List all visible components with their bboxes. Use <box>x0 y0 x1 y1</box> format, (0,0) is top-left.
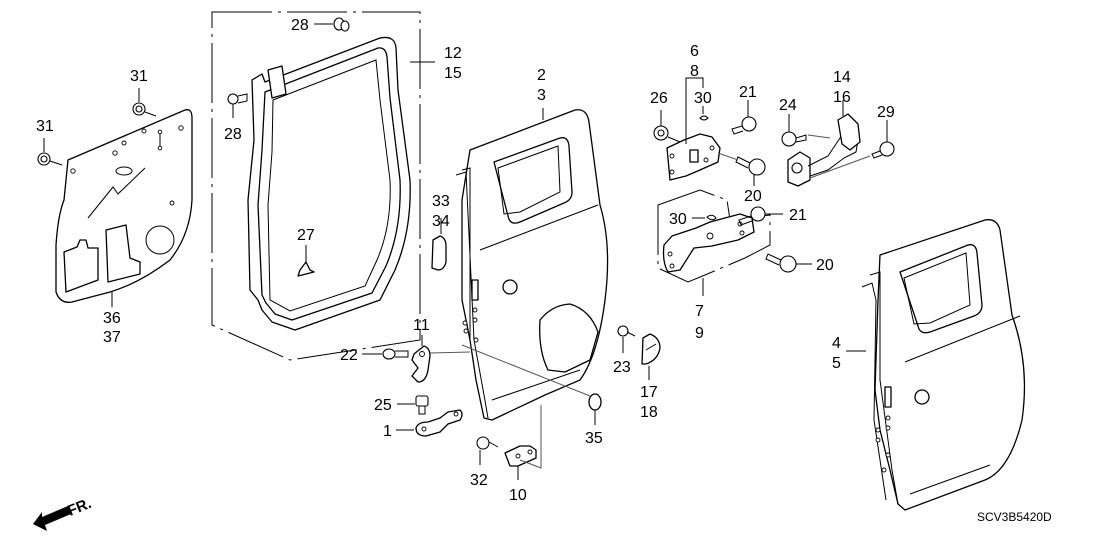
washer-30-upper[interactable] <box>699 115 709 121</box>
nut-26[interactable] <box>653 125 669 141</box>
callout-28-top: 28 <box>291 17 309 34</box>
callout-35: 35 <box>585 430 603 447</box>
callout-24: 24 <box>779 97 797 114</box>
callout-16: 16 <box>833 89 851 106</box>
front-indicator-label: FR. <box>65 495 94 520</box>
door-frame-weatherstrip[interactable] <box>247 36 411 331</box>
bolt-20-lower[interactable] <box>765 253 797 273</box>
callout-21-lower: 21 <box>789 207 807 224</box>
door-panel-right[interactable] <box>861 219 1026 511</box>
lining-clip-top[interactable] <box>132 102 157 117</box>
callout-30-upper: 30 <box>694 90 712 107</box>
callout-10: 10 <box>509 487 527 504</box>
callout-14: 14 <box>833 69 851 86</box>
callout-37: 37 <box>103 329 121 346</box>
bolt-21-lower[interactable] <box>738 206 766 226</box>
bolt-20-upper[interactable] <box>735 156 766 176</box>
frame-clip-top[interactable] <box>314 17 350 32</box>
callout-9: 9 <box>695 325 704 342</box>
plug[interactable] <box>588 393 602 411</box>
callout-8: 8 <box>690 63 699 80</box>
callout-5: 5 <box>832 355 841 372</box>
callout-17: 17 <box>640 384 658 401</box>
callout-25: 25 <box>374 397 392 414</box>
callout-22: 22 <box>340 347 358 364</box>
callout-31-left: 31 <box>36 118 54 135</box>
callout-31-top: 31 <box>130 68 148 85</box>
callout-20-lower: 20 <box>816 257 834 274</box>
frame-group-box <box>211 11 421 361</box>
bolt-25[interactable] <box>415 395 429 415</box>
seal-piece[interactable] <box>431 235 447 271</box>
bolt-21-upper[interactable] <box>731 116 757 135</box>
callout-21-upper: 21 <box>739 84 757 101</box>
door-panel-main[interactable] <box>455 109 609 421</box>
callout-6: 6 <box>690 43 699 60</box>
callout-36: 36 <box>103 310 121 327</box>
bolt-29[interactable] <box>871 141 895 159</box>
bracket[interactable] <box>415 409 463 437</box>
front-direction-arrow-icon <box>33 506 71 531</box>
callout-3: 3 <box>537 87 546 104</box>
lower-hinge-box <box>657 189 771 283</box>
callout-28-side: 28 <box>224 126 242 143</box>
bolt-23[interactable] <box>617 325 636 337</box>
callout-4: 4 <box>832 335 841 352</box>
callout-1: 1 <box>383 423 392 440</box>
callout-20-upper: 20 <box>744 188 762 205</box>
callout-18: 18 <box>640 404 658 421</box>
callout-15: 15 <box>444 65 462 82</box>
callout-2: 2 <box>537 67 546 84</box>
callout-34: 34 <box>432 213 450 230</box>
callout-12: 12 <box>444 45 462 62</box>
frame-clip-lower[interactable] <box>297 245 315 277</box>
callout-23: 23 <box>613 359 631 376</box>
door-lining-panel[interactable] <box>55 109 193 303</box>
callout-33: 33 <box>432 193 450 210</box>
lower-hinge[interactable] <box>662 213 755 273</box>
callout-32: 32 <box>470 472 488 489</box>
cover-piece[interactable] <box>641 333 661 365</box>
diagram-code: SCV3B5420D <box>977 510 1052 524</box>
striker-plate[interactable] <box>411 345 431 383</box>
bolt-32[interactable] <box>476 436 499 450</box>
bolt-24[interactable] <box>781 131 807 147</box>
washer-30-lower[interactable] <box>706 214 717 221</box>
upper-hinge[interactable] <box>666 133 721 181</box>
callout-30-lower: 30 <box>669 211 687 228</box>
bolt-22[interactable] <box>382 348 409 360</box>
callout-11: 11 <box>413 317 430 334</box>
door-stopper[interactable] <box>504 445 537 467</box>
callout-27: 27 <box>297 227 315 244</box>
lining-clip-left[interactable] <box>37 152 63 166</box>
frame-clip-side[interactable] <box>227 93 248 118</box>
door-checker[interactable] <box>787 113 861 187</box>
callout-26: 26 <box>650 90 668 107</box>
callout-29: 29 <box>877 104 895 121</box>
callout-7: 7 <box>695 303 704 320</box>
